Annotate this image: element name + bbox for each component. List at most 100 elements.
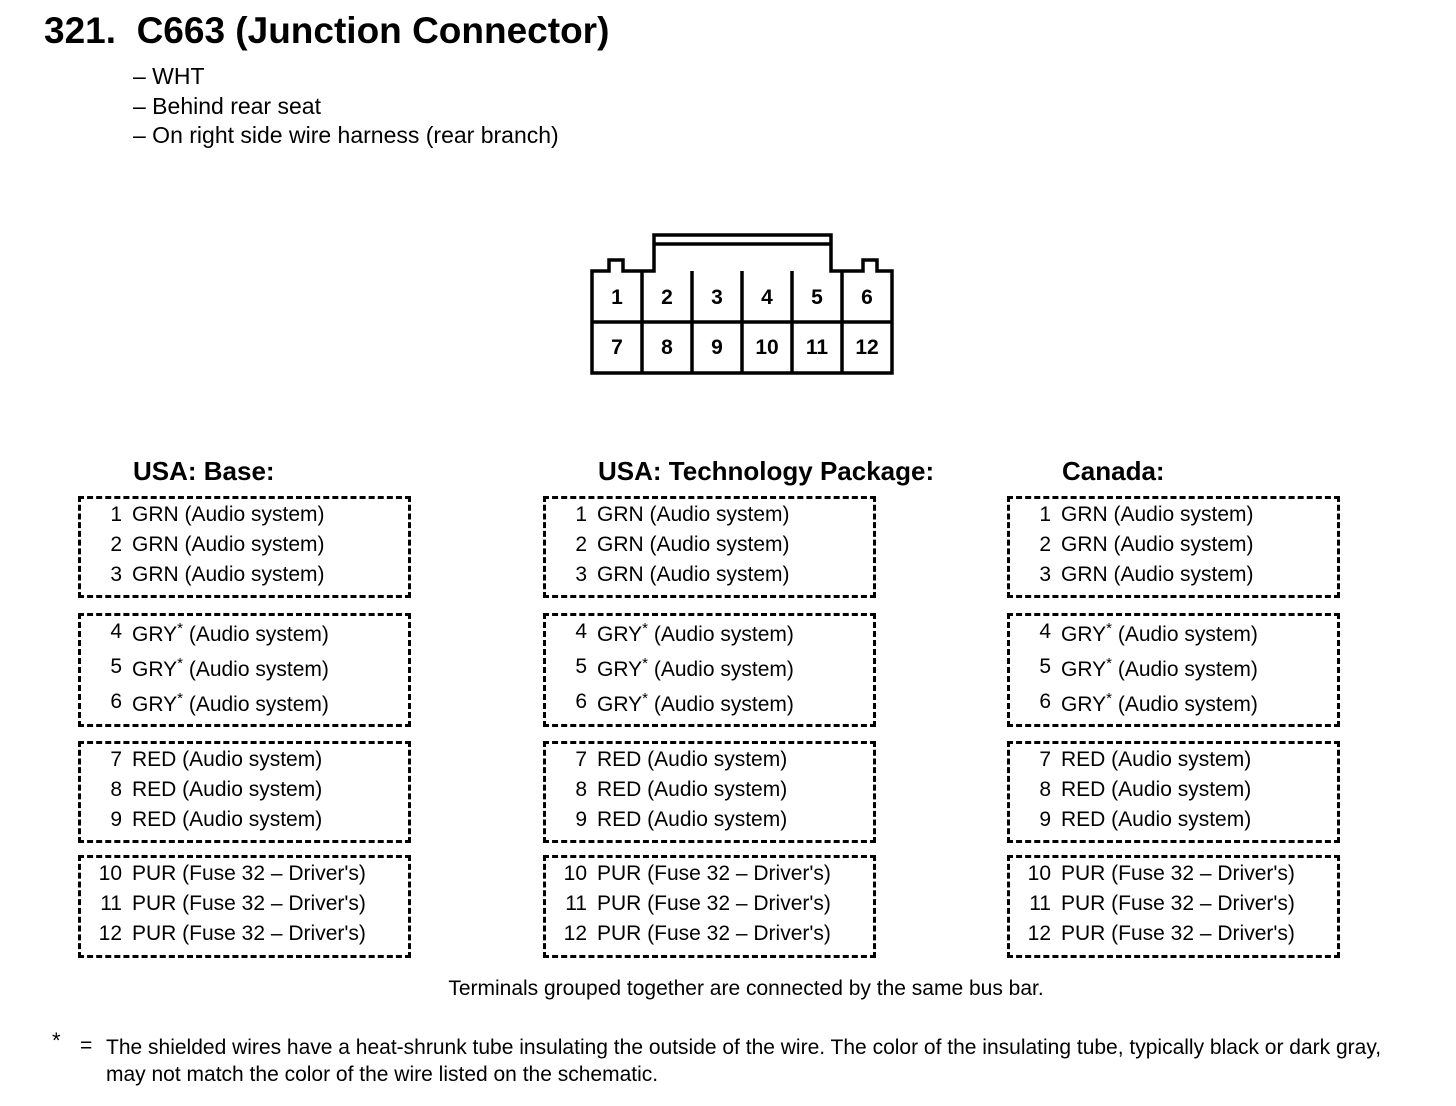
terminal-number: 2 [110,533,122,556]
bus-bar-group [1007,496,1340,598]
shielded-marker: * [642,620,648,637]
footnote-symbol: * [52,1028,61,1053]
wire-color: GRY [1061,658,1107,681]
terminal-description: GRN (Audio system) [597,563,790,586]
location-harness: – On right side wire harness (rear branc… [133,122,559,148]
shielded-marker: * [1106,620,1112,637]
terminal-description: GRN (Audio system) [132,503,325,526]
terminal-number: 7 [575,748,587,771]
terminal-description: GRY* (Audio system) [1061,620,1258,647]
terminal-number: 4 [110,620,122,643]
connector-pin-12: 12 [855,336,878,359]
terminal-number: 1 [1039,503,1051,526]
wire-circuit: (Audio system) [1117,623,1258,646]
terminal-number: 9 [1039,808,1051,831]
terminal-number: 10 [563,862,587,885]
terminal-description: GRN (Audio system) [1061,533,1254,556]
terminal-description: GRY* (Audio system) [1061,655,1258,682]
bus-bar-group [543,613,876,727]
terminal-number: 11 [1029,892,1051,915]
terminal-description: RED (Audio system) [132,808,323,831]
connector-pin-1: 1 [611,286,623,309]
terminal-description: RED (Audio system) [1061,748,1252,771]
wire-circuit: (Audio system) [653,658,794,681]
connector-pin-5: 5 [811,286,823,309]
terminal-description: GRY* (Audio system) [132,655,329,682]
connector-pin-10: 10 [755,336,778,359]
terminal-number: 3 [110,563,122,586]
terminal-description: GRY* (Audio system) [597,690,794,717]
wire-color: GRY [132,658,178,681]
terminal-number: 9 [110,808,122,831]
terminal-number: 8 [1039,778,1051,801]
terminal-number: 1 [575,503,587,526]
page-title: 321. C663 (Junction Connector) [44,10,610,51]
terminal-number: 12 [1027,922,1051,945]
terminal-number: 6 [1039,690,1051,713]
bus-bar-group [78,496,411,598]
terminal-number: 6 [110,690,122,713]
shielded-marker: * [177,690,183,707]
wire-circuit: (Audio system) [1117,658,1258,681]
terminal-description: RED (Audio system) [597,778,788,801]
wire-color: GRY [597,693,643,716]
terminal-number: 6 [575,690,587,713]
terminal-number: 7 [1039,748,1051,771]
terminal-description: PUR (Fuse 32 – Driver's) [132,862,366,885]
terminal-description: GRY* (Audio system) [1061,690,1258,717]
connector-pin-7: 7 [611,336,623,359]
terminal-description: GRY* (Audio system) [132,620,329,647]
terminal-description: RED (Audio system) [1061,808,1252,831]
terminal-description: PUR (Fuse 32 – Driver's) [132,922,366,945]
connector-pin-2: 2 [661,286,673,309]
terminal-description: GRN (Audio system) [1061,563,1254,586]
terminal-description: GRN (Audio system) [1061,503,1254,526]
wire-color: GRY [597,658,643,681]
footnote-text: The shielded wires have a heat-shrunk tu… [106,1036,1382,1086]
shielded-marker: * [1106,655,1112,672]
terminal-number: 8 [575,778,587,801]
terminal-description: PUR (Fuse 32 – Driver's) [597,862,831,885]
bus-bar-group [543,496,876,598]
footnote-equals: = [80,1034,93,1057]
terminal-number: 8 [110,778,122,801]
wire-circuit: (Audio system) [653,693,794,716]
terminal-description: PUR (Fuse 32 – Driver's) [1061,922,1295,945]
terminal-number: 10 [98,862,122,885]
terminal-description: PUR (Fuse 32 – Driver's) [132,892,366,915]
wire-circuit: (Audio system) [188,658,329,681]
section-title-usa-tech: USA: Technology Package: [598,456,935,486]
wire-color: GRY [132,693,178,716]
bus-bar-group [78,855,411,958]
terminal-number: 5 [110,655,122,678]
terminal-description: GRY* (Audio system) [597,655,794,682]
terminal-number: 12 [98,922,122,945]
connector-column-dividers [640,271,844,373]
bus-bar-group [1007,855,1340,958]
terminal-description: PUR (Fuse 32 – Driver's) [1061,862,1295,885]
location-position: – Behind rear seat [133,93,321,119]
wire-color: GRY [1061,693,1107,716]
terminal-number: 10 [1027,862,1051,885]
terminal-description: RED (Audio system) [1061,778,1252,801]
shielded-marker: * [1106,690,1112,707]
terminal-number: 11 [100,892,122,915]
bus-bar-group [78,741,411,843]
terminal-description: PUR (Fuse 32 – Driver's) [597,922,831,945]
connector-pin-11: 11 [806,336,829,359]
terminal-number: 1 [110,503,122,526]
terminal-number: 11 [565,892,587,915]
terminal-description: RED (Audio system) [132,748,323,771]
wire-circuit: (Audio system) [653,623,794,646]
terminal-description: RED (Audio system) [597,808,788,831]
bus-bar-group [1007,741,1340,843]
wire-circuit: (Audio system) [188,623,329,646]
bus-bar-group [1007,613,1340,727]
wire-color: GRY [597,623,643,646]
bus-bar-group [543,855,876,958]
terminal-number: 4 [1039,620,1051,643]
connector-outline [590,233,894,375]
terminal-number: 7 [110,748,122,771]
bus-bar-group [543,741,876,843]
shielded-marker: * [642,655,648,672]
